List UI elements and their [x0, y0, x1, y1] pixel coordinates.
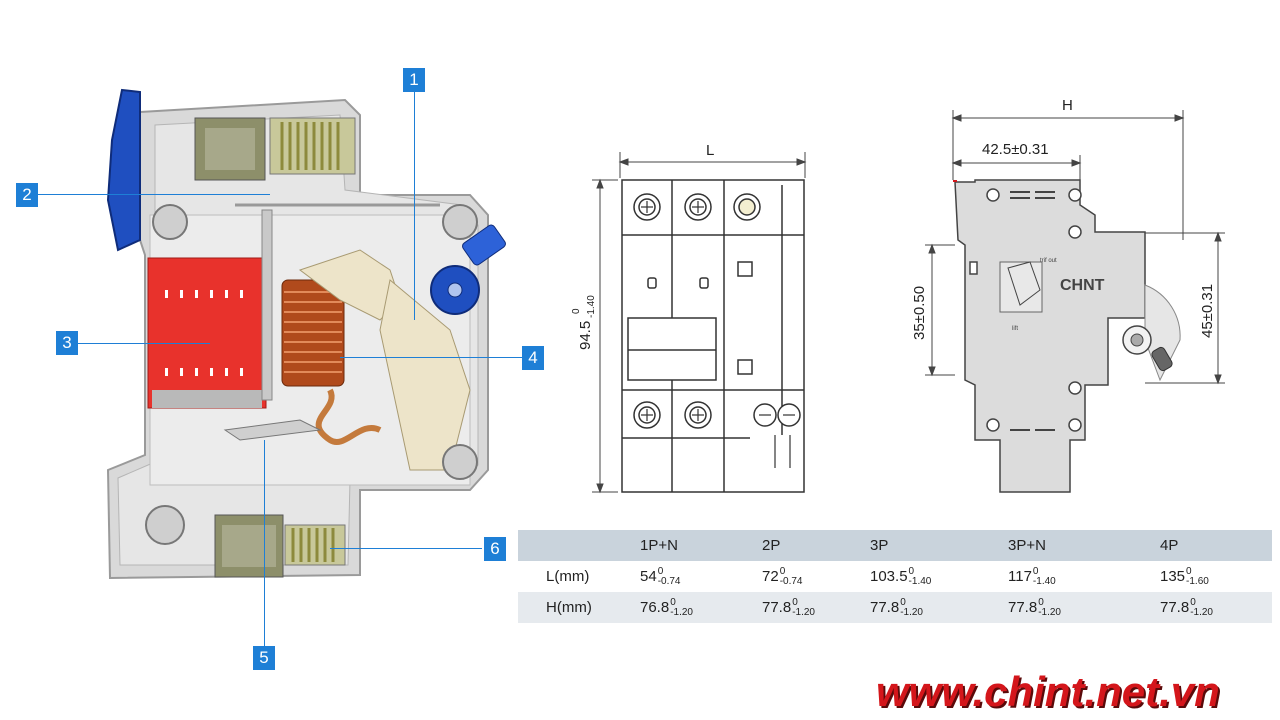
- breaker-cutaway-illustration: [106, 88, 506, 580]
- side-brand-label: CHNT: [1060, 277, 1105, 294]
- callout-3: 3: [56, 331, 78, 355]
- cell-tol-lower: -0.74: [779, 575, 803, 587]
- cell-tol-lower: -1.20: [1190, 606, 1213, 618]
- row-label: L(mm): [518, 561, 640, 592]
- cell-tol-lower: -1.20: [792, 606, 815, 618]
- callout-6: 6: [484, 537, 506, 561]
- cell-tol-lower: -1.20: [670, 606, 693, 618]
- bimetal-strip: [261, 209, 273, 401]
- side-right-label: 45±0.31: [1199, 284, 1216, 338]
- cell-value: 72: [762, 567, 779, 585]
- front-height-label: 94.5: [577, 321, 594, 350]
- side-lift-label: lift: [1012, 326, 1018, 332]
- cell-tol-lower: -0.74: [657, 575, 681, 587]
- cell-value: 76.8: [640, 598, 670, 616]
- side-height-label: H: [1062, 97, 1073, 114]
- callout-5: 5: [253, 646, 275, 670]
- table-header-cell: 3P: [870, 530, 1008, 561]
- front-width-label: L: [706, 142, 714, 159]
- callout-4: 4: [522, 346, 544, 370]
- cell-tol-upper: 0: [1190, 596, 1196, 608]
- cell-value: 77.8: [1160, 598, 1190, 616]
- table-header-cell: 3P+N: [1008, 530, 1160, 561]
- cell-tol-upper: 0: [1038, 596, 1044, 608]
- watermark-url: www.chint.net.vn: [876, 668, 1220, 715]
- front-height-tol-upper: 0: [571, 308, 582, 314]
- cell-tol-upper: 0: [657, 565, 664, 577]
- cell-value: 103.5: [870, 567, 908, 585]
- table-header-cell: [518, 530, 640, 561]
- side-left-label: 35±0.50: [911, 286, 928, 340]
- din-clip-top: [106, 88, 141, 252]
- cell-tol-upper: 0: [1186, 565, 1192, 577]
- cell-value: 77.8: [870, 598, 900, 616]
- cell-value: 77.8: [762, 598, 792, 616]
- cell-tol-lower: -1.20: [1038, 606, 1061, 618]
- cell-tol-upper: 0: [1032, 565, 1039, 577]
- cell-tol-lower: -1.20: [900, 606, 923, 618]
- cell-tol-upper: 0: [779, 565, 786, 577]
- side-depth-label: 42.5±0.31: [982, 141, 1049, 158]
- cell-tol-upper: 0: [908, 565, 915, 577]
- cell-tol-lower: -1.40: [1032, 575, 1056, 587]
- table-header-cell: 4P: [1160, 530, 1272, 561]
- cell-value: 117: [1008, 567, 1032, 585]
- table-header-cell: 2P: [762, 530, 870, 561]
- cell-tol-lower: -1.40: [908, 575, 932, 587]
- top-terminal: [194, 117, 356, 181]
- cell-tol-upper: 0: [670, 596, 676, 608]
- front-height-tol-lower: -1.40: [586, 295, 597, 318]
- bottom-terminal: [214, 514, 346, 578]
- cell-value: 54: [640, 567, 657, 585]
- table-header-row: 1P+N 2P 3P 3P+N 4P: [518, 530, 1272, 561]
- trip-mechanism: [298, 249, 471, 471]
- callout-1: 1: [403, 68, 425, 92]
- magnetic-coil: [281, 279, 345, 387]
- cell-value: 135: [1160, 567, 1186, 585]
- arc-chute: [147, 257, 267, 409]
- mounting-holes: [145, 204, 478, 545]
- callout-2: 2: [16, 183, 38, 207]
- cell-tol-upper: 0: [900, 596, 906, 608]
- cell-value: 77.8: [1008, 598, 1038, 616]
- table-header-cell: 1P+N: [640, 530, 762, 561]
- cell-tol-upper: 0: [792, 596, 798, 608]
- side-body: [954, 179, 1146, 493]
- side-trip-label: trif out: [1040, 258, 1057, 264]
- operating-handle: [430, 224, 506, 315]
- row-label: H(mm): [518, 592, 640, 623]
- cell-tol-lower: -1.60: [1186, 575, 1209, 587]
